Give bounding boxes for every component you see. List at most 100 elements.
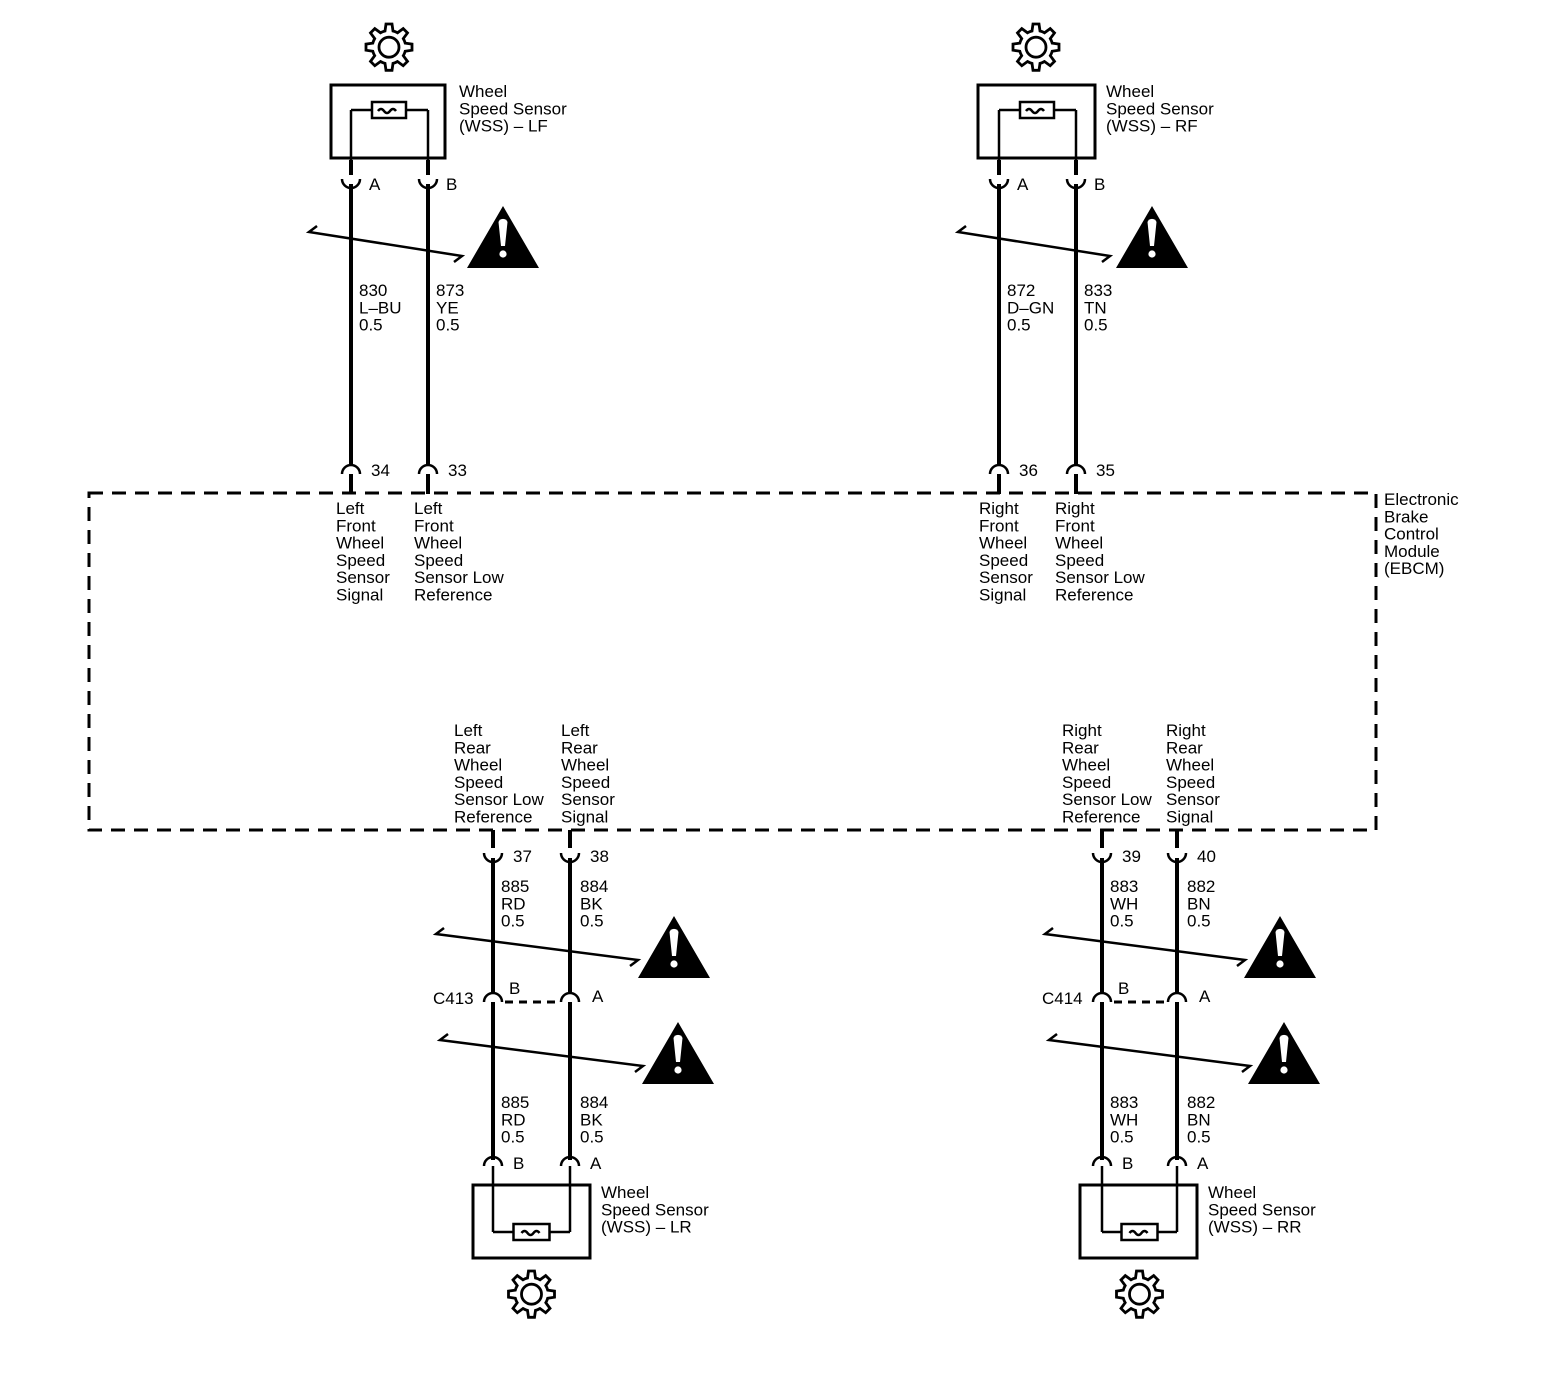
terminal-rr-a (1166, 1155, 1188, 1167)
wire-label-lr_low_dn: 885 (501, 1093, 529, 1112)
sensor-element (1018, 100, 1056, 120)
pin-label: A (592, 987, 604, 1006)
sensor-element (377, 107, 397, 115)
wire-label-rr_sig_up: BN (1187, 894, 1211, 913)
wire-label-lf_sig: 0.5 (359, 316, 383, 335)
wire-label-lf_sig: L–BU (359, 298, 402, 317)
circuit-label-lf_sig: Front (336, 516, 376, 535)
warning-icon (1248, 1022, 1320, 1084)
circuit-label-rr_sig: Sensor (1166, 790, 1220, 809)
circuit-label-lr_low: Reference (454, 808, 532, 827)
wire-label-lr_low_dn: 0.5 (501, 1128, 525, 1147)
circuit-label-rr_low: Rear (1062, 738, 1099, 757)
circuit-label-lf_low: Left (414, 499, 443, 518)
ebcm-pin-number: 36 (1019, 461, 1038, 480)
wheel-speed-sensor-lr (471, 1183, 592, 1260)
wire-label-rf_sig: 0.5 (1007, 316, 1031, 335)
wire-label-lf_low: 873 (436, 281, 464, 300)
sensor-element (1120, 1222, 1159, 1242)
terminal-lr-a (559, 1155, 581, 1167)
pin-label: A (590, 1154, 602, 1173)
sensor-element (520, 1229, 541, 1237)
gear-icon (364, 22, 414, 72)
circuit-label-lf_sig: Sensor (336, 568, 390, 587)
pin-label: B (1094, 175, 1105, 194)
ebcm-pin-number: 34 (371, 461, 390, 480)
circuit-label-lr_sig: Left (561, 721, 590, 740)
sensor-element (1128, 1229, 1149, 1237)
sensor-element (370, 100, 408, 120)
circuit-label-rf_sig: Front (979, 516, 1019, 535)
circuit-label-rf_low: Reference (1055, 586, 1133, 605)
circuit-label-rr_sig: Rear (1166, 738, 1203, 757)
wire-label-rf_sig: 872 (1007, 281, 1035, 300)
circuit-label-lr_sig: Signal (561, 808, 608, 827)
sensor-label-rr: Speed Sensor (1208, 1200, 1316, 1219)
sensor-label-lr: Wheel (601, 1183, 649, 1202)
circuit-label-rf_sig: Sensor (979, 568, 1033, 587)
wire-label-lr_sig_dn: 884 (580, 1093, 608, 1112)
circuit-label-rf_low: Speed (1055, 551, 1104, 570)
circuit-label-rf_low: Sensor Low (1055, 568, 1145, 587)
warning-icon (1116, 206, 1188, 268)
sensor-label-lr: (WSS) – LR (601, 1218, 692, 1237)
circuit-label-rf_sig: Speed (979, 551, 1028, 570)
circuit-label-rr_sig: Right (1166, 721, 1206, 740)
ebcm-terminal-p35 (1065, 463, 1087, 475)
pin-label: B (446, 175, 457, 194)
circuit-label-lr_sig: Sensor (561, 790, 615, 809)
wire-label-lr_low_up: 885 (501, 877, 529, 896)
sensor-label-lf: (WSS) – LF (459, 117, 548, 136)
circuit-label-rr_low: Wheel (1062, 756, 1110, 775)
circuit-label-rf_low: Front (1055, 516, 1095, 535)
wire-label-lr_sig_up: 0.5 (580, 912, 604, 931)
wire-label-rf_low: TN (1084, 298, 1107, 317)
wire-label-rf_sig: D–GN (1007, 298, 1054, 317)
warning-icon (642, 1022, 714, 1084)
connector-c414-a (1166, 991, 1188, 1003)
wire-break-marker (954, 225, 1114, 263)
pin-label: B (1122, 1154, 1133, 1173)
wire-label-rr_low_dn: 0.5 (1110, 1128, 1134, 1147)
wire-label-lr_low_up: RD (501, 894, 526, 913)
circuit-label-rr_low: Right (1062, 721, 1102, 740)
circuit-label-rr_sig: Wheel (1166, 756, 1214, 775)
wheel-speed-sensor-rf (976, 83, 1097, 160)
sensor-element (1025, 107, 1045, 115)
circuit-label-lf_sig: Speed (336, 551, 385, 570)
ebcm-pin-number: 38 (590, 847, 609, 866)
ebcm-label: Brake (1384, 507, 1428, 526)
circuit-label-lr_sig: Wheel (561, 756, 609, 775)
gear-icon (1115, 1269, 1164, 1319)
circuit-label-lr_sig: Rear (561, 738, 598, 757)
circuit-label-rf_low: Right (1055, 499, 1095, 518)
wire-label-lr_low_up: 0.5 (501, 912, 525, 931)
wire-label-rr_low_up: 0.5 (1110, 912, 1134, 931)
wire-label-lf_low: YE (436, 298, 459, 317)
circuit-label-rr_low: Reference (1062, 808, 1140, 827)
circuit-label-lf_sig: Left (336, 499, 365, 518)
sensor-element (512, 1222, 551, 1242)
pin-label: A (1199, 987, 1211, 1006)
gear-icon (1011, 22, 1061, 72)
ebcm-terminal-p33 (417, 463, 439, 475)
wheel-speed-sensor-lf (329, 83, 447, 160)
wire-label-lr_sig_dn: 0.5 (580, 1128, 604, 1147)
circuit-label-lf_low: Reference (414, 586, 492, 605)
sensor-label-lf: Wheel (459, 82, 507, 101)
sensor-label-rf: (WSS) – RF (1106, 117, 1198, 136)
ebcm-pin-number: 39 (1122, 847, 1141, 866)
sensor-label-rr: (WSS) – RR (1208, 1218, 1302, 1237)
circuit-label-lf_low: Speed (414, 551, 463, 570)
pin-label: A (1017, 175, 1029, 194)
pin-label: B (509, 979, 520, 998)
wire-label-rr_sig_dn: 882 (1187, 1093, 1215, 1112)
ebcm-boundary (87, 491, 1378, 832)
wire-label-rr_sig_dn: 0.5 (1187, 1128, 1211, 1147)
connector-c414-b (1091, 991, 1113, 1003)
connector-label-c414: C414 (1042, 989, 1083, 1008)
ebcm-terminal-p34 (340, 463, 362, 475)
wire-label-lf_sig: 830 (359, 281, 387, 300)
wire-break-marker (436, 1033, 647, 1073)
